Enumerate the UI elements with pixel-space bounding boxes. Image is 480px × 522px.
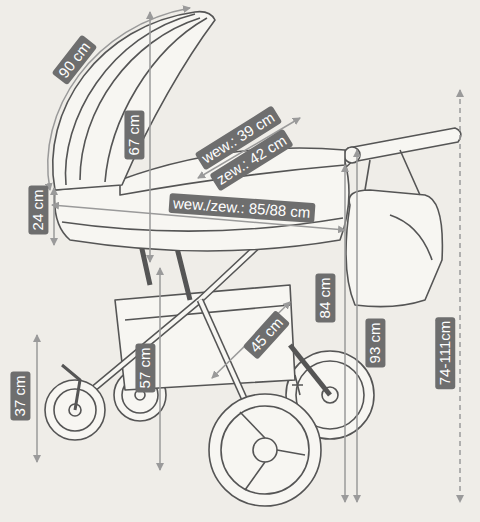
- dimension-label: 93 cm: [365, 319, 385, 368]
- dimension-label: 24 cm: [28, 186, 48, 235]
- dimension-label: 37 cm: [10, 372, 30, 421]
- dimension-label: 84 cm: [315, 274, 335, 323]
- dimension-label: 57 cm: [135, 344, 155, 393]
- dimension-label: 74-111cm: [435, 317, 455, 389]
- dimension-label: 67 cm: [124, 111, 144, 160]
